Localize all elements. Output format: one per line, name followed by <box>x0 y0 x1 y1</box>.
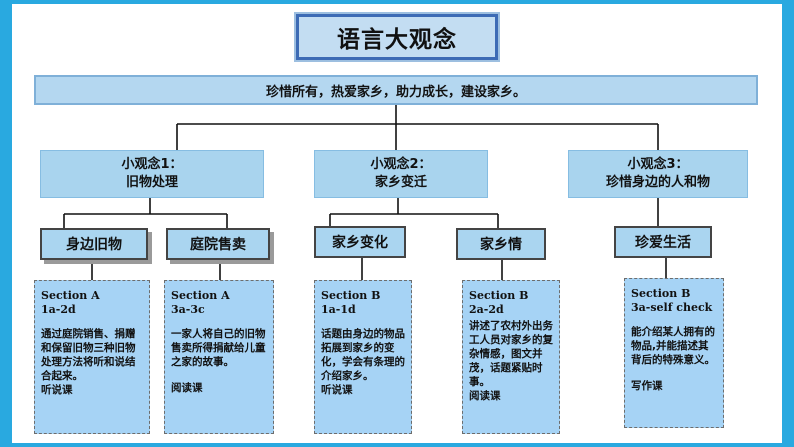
card-4-type: 阅读课 <box>469 390 501 402</box>
card-2-desc: 一家人将自己的旧物售卖所得捐献给儿童之家的故事。 <box>171 328 266 368</box>
card-2-range: 3a-3c <box>171 303 205 316</box>
card-1-type: 听说课 <box>41 384 73 396</box>
concept-1-name: 旧物处理 <box>125 175 178 190</box>
topic-5: 珍爱生活 <box>614 226 712 258</box>
card-2-type: 阅读课 <box>171 382 203 394</box>
page-title: 语言大观念 <box>294 12 500 62</box>
card-3-type: 听说课 <box>321 384 353 396</box>
big-idea-banner: 珍惜所有，热爱家乡，助力成长，建设家乡。 <box>34 75 758 105</box>
card-3-range: 1a-1d <box>321 303 356 316</box>
concept-3-label: 小观念3： <box>627 157 689 172</box>
card-4-section: Section B <box>469 289 529 302</box>
card-1-range: 1a-2d <box>41 303 76 316</box>
card-1-desc: 通过庭院销售、捐赠和保留旧物三种旧物处理方法将听和说结合起来。 <box>41 328 136 382</box>
card-5-desc: 能介绍某人拥有的物品,并能描述其背后的特殊意义。 <box>631 326 715 366</box>
topic-3: 家乡变化 <box>314 226 406 258</box>
card-5-section: Section B <box>631 287 691 300</box>
topic-4: 家乡情 <box>456 228 546 260</box>
concept-3: 小观念3： 珍惜身边的人和物 <box>568 150 748 198</box>
card-3-desc: 话题由身边的物品拓展到家乡的变化，学会有条理的介绍家乡。 <box>321 328 405 382</box>
card-5-type: 写作课 <box>631 380 663 392</box>
card-2-section: Section A <box>171 289 230 302</box>
concept-2: 小观念2： 家乡变迁 <box>314 150 488 198</box>
card-1-section: Section A <box>41 289 100 302</box>
concept-1-label: 小观念1： <box>121 157 183 172</box>
concept-2-label: 小观念2： <box>370 157 432 172</box>
card-4: Section B 2a-2d 讲述了农村外出务工人员对家乡的复杂情感，图文并茂… <box>462 280 560 434</box>
concept-1: 小观念1： 旧物处理 <box>40 150 264 198</box>
card-5: Section B 3a-self check 能介绍某人拥有的物品,并能描述其… <box>624 278 724 428</box>
topic-2: 庭院售卖 <box>166 228 270 260</box>
card-5-range: 3a-self check <box>631 301 713 314</box>
card-2: Section A 3a-3c 一家人将自己的旧物售卖所得捐献给儿童之家的故事。… <box>164 280 274 434</box>
topic-1: 身边旧物 <box>40 228 148 260</box>
card-4-desc: 讲述了农村外出务工人员对家乡的复杂情感，图文并茂，话题紧贴时事。 <box>469 320 553 388</box>
card-3-section: Section B <box>321 289 381 302</box>
card-3: Section B 1a-1d 话题由身边的物品拓展到家乡的变化，学会有条理的介… <box>314 280 412 434</box>
card-1: Section A 1a-2d 通过庭院销售、捐赠和保留旧物三种旧物处理方法将听… <box>34 280 150 434</box>
concept-2-name: 家乡变迁 <box>374 175 427 190</box>
card-4-range: 2a-2d <box>469 303 504 316</box>
concept-3-name: 珍惜身边的人和物 <box>605 175 710 190</box>
